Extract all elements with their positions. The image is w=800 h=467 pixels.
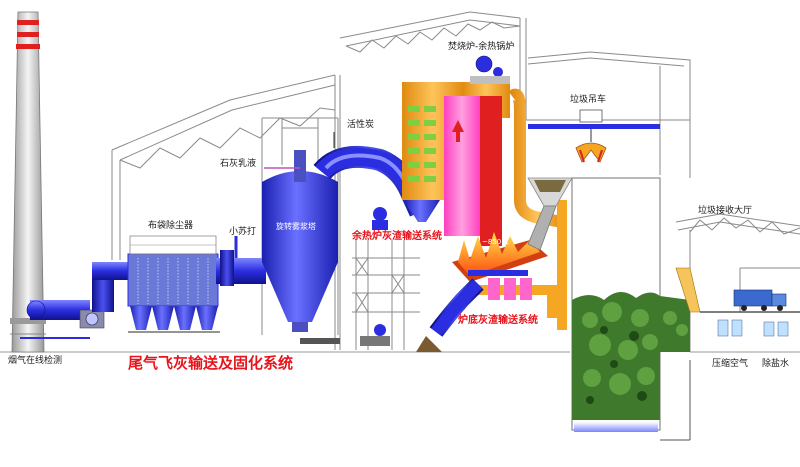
bottom-ash-duct (300, 278, 484, 352)
baghouse-filter (127, 235, 220, 333)
label-soda: 小苏打 (229, 227, 257, 237)
label-demin-water: 除盐水 (762, 359, 790, 369)
label-baghouse: 布袋除尘器 (148, 221, 194, 231)
duct-baghouse-to-tower (216, 236, 266, 286)
truck-icon (733, 289, 787, 311)
label-furnace-boiler: 焚烧炉-余热锅炉 (448, 42, 515, 52)
chimney (10, 11, 46, 353)
flue-gas-duct (20, 262, 132, 339)
garbage-crane (528, 109, 660, 163)
receiving-hall (675, 267, 800, 337)
spray-dryer-tower (262, 149, 360, 332)
incinerator-furnace (444, 88, 573, 330)
label-compressed-air: 压缩空气 (712, 359, 749, 369)
label-garbage-crane: 垃圾吊车 (570, 95, 607, 105)
garbage-pit (571, 177, 691, 441)
label-flue-gas-monitor: 烟气在线检测 (8, 356, 63, 366)
label-spray-tower: 旋转雾浆塔 (276, 222, 316, 231)
temperature-tag: ~850℃ (482, 238, 509, 246)
label-lime-slurry: 石灰乳液 (220, 159, 257, 169)
label-receiving-hall: 垃圾接收大厅 (698, 206, 753, 216)
label-boiler-ash-system: 余热炉灰渣输送系统 (352, 231, 442, 242)
label-fly-ash-system: 尾气飞灰输送及固化系统 (128, 354, 294, 372)
label-activated-carbon: 活性炭 (347, 120, 375, 130)
label-bottom-ash-system: 炉底灰渣输送系统 (458, 315, 538, 326)
